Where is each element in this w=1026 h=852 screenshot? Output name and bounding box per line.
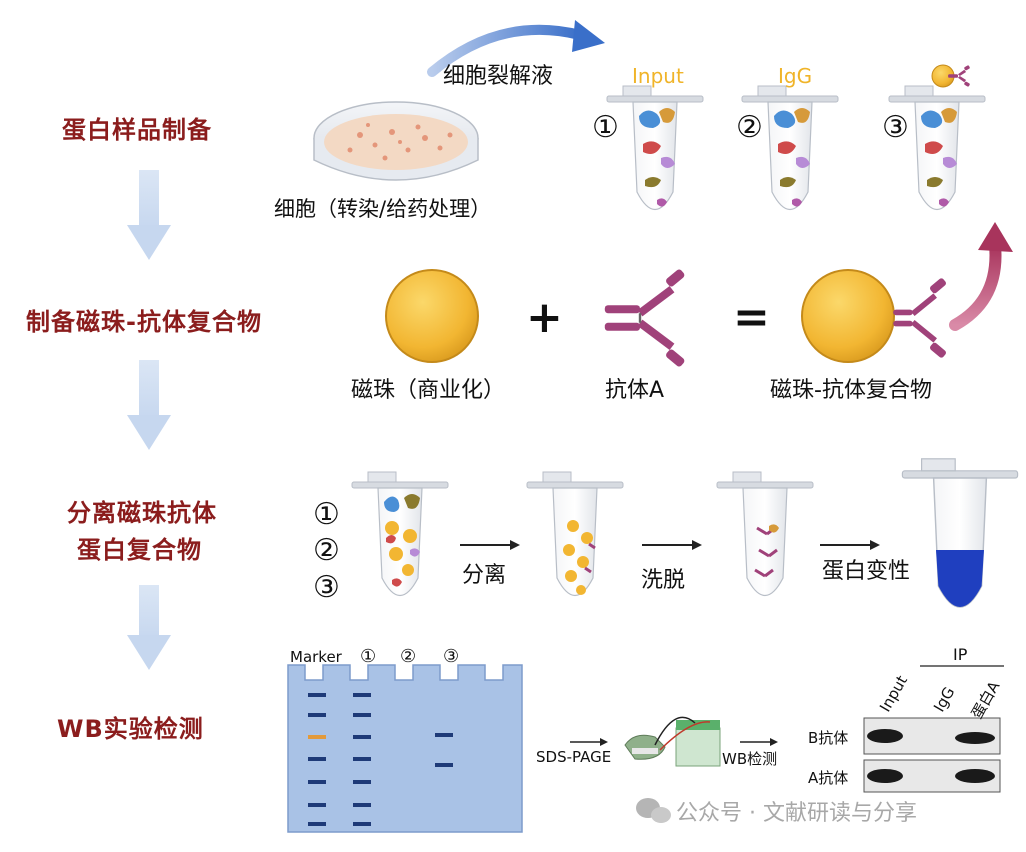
elute-label: 洗脱 [641, 568, 686, 593]
tube-igg-label: IgG [778, 64, 813, 88]
tube-protein-a [888, 85, 986, 211]
lysate-label: 细胞裂解液 [443, 64, 554, 89]
complex-to-tube-arrow [949, 222, 1013, 331]
equals-sign: = [733, 292, 770, 343]
flow-arrow-3 [127, 585, 171, 670]
denature-label: 蛋白变性 [822, 559, 911, 584]
row3-number-2: ② [313, 533, 340, 568]
arrow-separate [460, 540, 520, 550]
complex-label: 磁珠-抗体复合物 [770, 378, 932, 403]
tube-input [606, 85, 704, 211]
tube-number-3: ③ [882, 110, 909, 145]
antibody-label: 抗体A [605, 378, 665, 403]
tube-number-1: ① [592, 110, 619, 145]
watermark: 公众号 · 文献研读与分享 [676, 801, 917, 826]
magnetic-bead [385, 269, 479, 363]
plus-sign: + [526, 292, 563, 343]
tube-separated [526, 471, 624, 597]
wechat-icon [636, 798, 671, 823]
bead-antibody-complex [801, 269, 946, 363]
tube-input-label: Input [632, 64, 684, 88]
lane-3-label: ③ [443, 646, 460, 667]
row-a-antibody-label: A抗体 [808, 769, 849, 787]
sds-page-label: SDS-PAGE [536, 748, 612, 766]
ip-label: IP [953, 645, 968, 664]
petri-dish [313, 101, 479, 181]
sds-gel [287, 664, 523, 833]
tube-mixed [351, 471, 449, 597]
step-3-label-line1: 分离磁珠抗体 [67, 499, 217, 527]
lysate-arrow [427, 20, 605, 77]
tube-number-2: ② [736, 110, 763, 145]
wb-detect-label: WB检测 [722, 750, 778, 768]
tube-igg [741, 85, 839, 211]
antibody-a [604, 269, 685, 367]
wb-blot [863, 665, 1004, 793]
electrophoresis-apparatus [624, 716, 721, 767]
bead-label: 磁珠（商业化） [351, 378, 506, 403]
arrow-sds [570, 738, 608, 746]
arrow-denature [820, 540, 880, 550]
step-4-label: WB实验检测 [57, 715, 204, 743]
flow-arrow-2 [127, 360, 171, 450]
cells-label: 细胞（转染/给药处理） [274, 197, 492, 221]
bead-antibody-mini-icon [931, 64, 971, 88]
lane-1-label: ① [360, 646, 377, 667]
row3-number-1: ① [313, 497, 340, 532]
row3-number-3: ③ [313, 570, 340, 605]
step-1-label: 蛋白样品制备 [62, 116, 212, 144]
tube-denatured [901, 458, 1019, 608]
separate-label: 分离 [462, 563, 507, 588]
step-3-label-line2: 蛋白复合物 [77, 536, 202, 564]
row-b-antibody-label: B抗体 [808, 729, 849, 747]
step-2-label: 制备磁珠-抗体复合物 [26, 308, 262, 336]
arrow-wb [740, 738, 778, 746]
flow-arrow-1 [127, 170, 171, 260]
arrow-elute [642, 540, 702, 550]
lane-2-label: ② [400, 646, 417, 667]
marker-label: Marker [290, 648, 342, 666]
tube-eluted [716, 471, 814, 597]
